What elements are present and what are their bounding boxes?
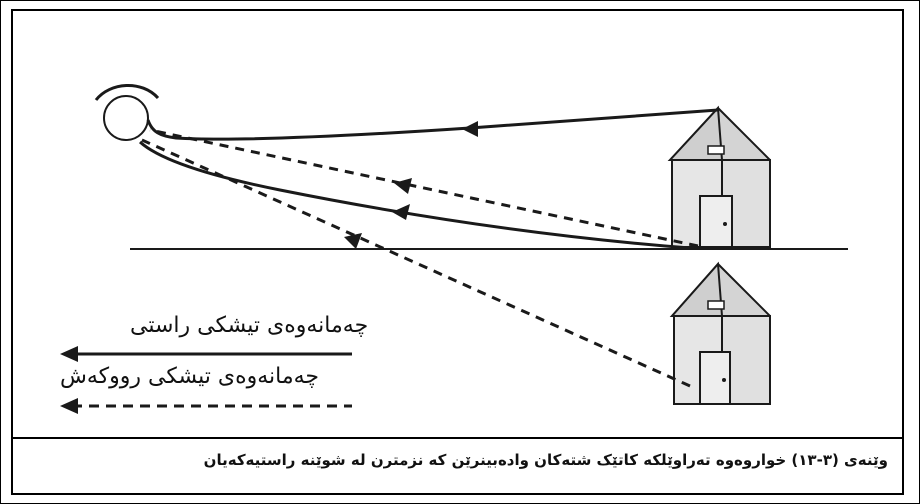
apparent-house (669, 261, 771, 405)
figure-caption: وێنەی (٣-١٣) خواروەوە تەراوێلکە کاتێک شت… (203, 451, 888, 469)
eye-icon (94, 84, 160, 141)
diagram-panel (11, 9, 904, 439)
legend-real-label: چەمانەوەی تیشکی راستی (130, 313, 369, 338)
real-house (667, 105, 771, 248)
legend-dashed-arrow (60, 398, 78, 414)
caption-panel: وێنەی (٣-١٣) خواروەوە تەراوێلکە کاتێک شت… (11, 439, 904, 495)
legend-solid-arrow (60, 346, 78, 362)
real-ray-top-arrow (462, 121, 478, 137)
apparent-ray-top (149, 128, 699, 248)
real-ray-top (146, 108, 719, 141)
real-ray-bottom (138, 140, 691, 250)
apparent-ray-bottom (141, 138, 691, 388)
apparent-ray-bottom-arrow (344, 233, 362, 249)
real-ray-bottom-arrow (392, 204, 410, 220)
apparent-ray-top-arrow (394, 178, 412, 194)
legend-apparent-label: چەمانەوەی تیشکی رووکەش (60, 364, 320, 389)
